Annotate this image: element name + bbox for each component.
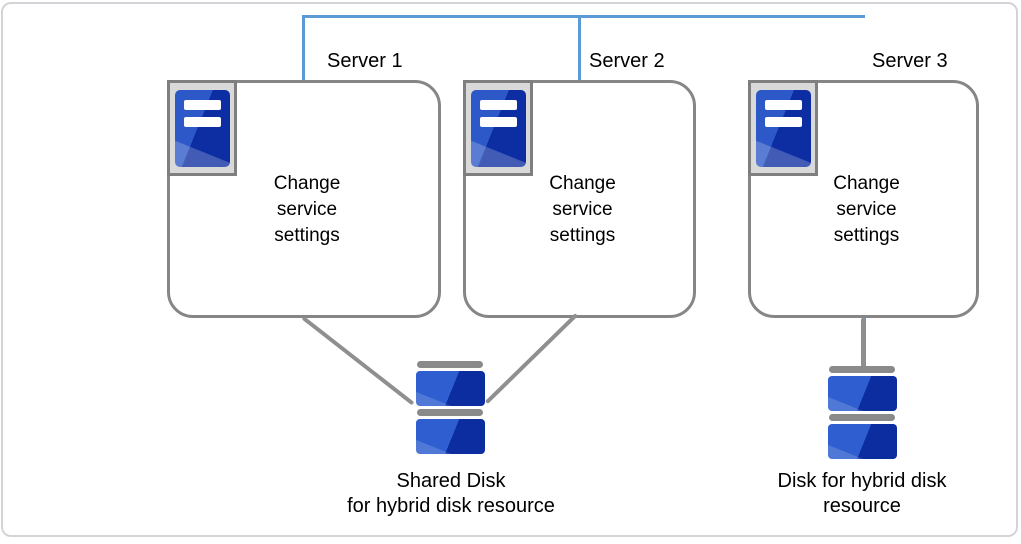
server-icon bbox=[167, 80, 237, 176]
disk-platter-icon bbox=[827, 376, 897, 411]
server-tower-icon bbox=[755, 89, 811, 167]
disk-bar-icon bbox=[829, 366, 895, 373]
disk-platter-icon bbox=[415, 419, 485, 454]
server-icon bbox=[748, 80, 818, 176]
disk-platter-icon bbox=[827, 424, 897, 459]
disk-bar-icon bbox=[417, 361, 483, 368]
server-tower-icon bbox=[174, 89, 230, 167]
server-tower-icon bbox=[470, 89, 526, 167]
server1-box-text: Change service settings bbox=[273, 173, 341, 246]
server2-box-text: Change service settings bbox=[549, 173, 616, 246]
disk-platter-icon bbox=[415, 371, 485, 406]
server3-box-text: Change service settings bbox=[833, 173, 900, 246]
disk-bar-icon bbox=[417, 409, 483, 416]
shared-disk-label: Shared Disk for hybrid disk resource bbox=[347, 470, 555, 517]
server-slot-icon bbox=[183, 116, 221, 127]
server3-label: Server 3 bbox=[872, 50, 948, 72]
server2-label: Server 2 bbox=[589, 50, 665, 72]
server-slot-icon bbox=[479, 99, 517, 110]
interconnect-drop-line-server2 bbox=[578, 15, 581, 80]
server1-label: Server 1 bbox=[327, 50, 403, 72]
server3-disk-link-line bbox=[861, 318, 865, 367]
canvas-frame bbox=[1, 2, 1018, 537]
disk-bar-icon bbox=[829, 414, 895, 421]
server-icon bbox=[463, 80, 533, 176]
interconnect-horizontal-line bbox=[302, 15, 865, 18]
interconnect-drop-line-server1 bbox=[302, 15, 305, 80]
hybrid-disk-label: Disk for hybrid disk resource bbox=[777, 470, 947, 517]
server-slot-icon bbox=[183, 99, 221, 110]
server-slot-icon bbox=[479, 116, 517, 127]
shared-disk-icon bbox=[415, 361, 485, 457]
hybrid-disk-icon bbox=[827, 366, 897, 462]
server-slot-icon bbox=[764, 116, 802, 127]
server-slot-icon bbox=[764, 99, 802, 110]
